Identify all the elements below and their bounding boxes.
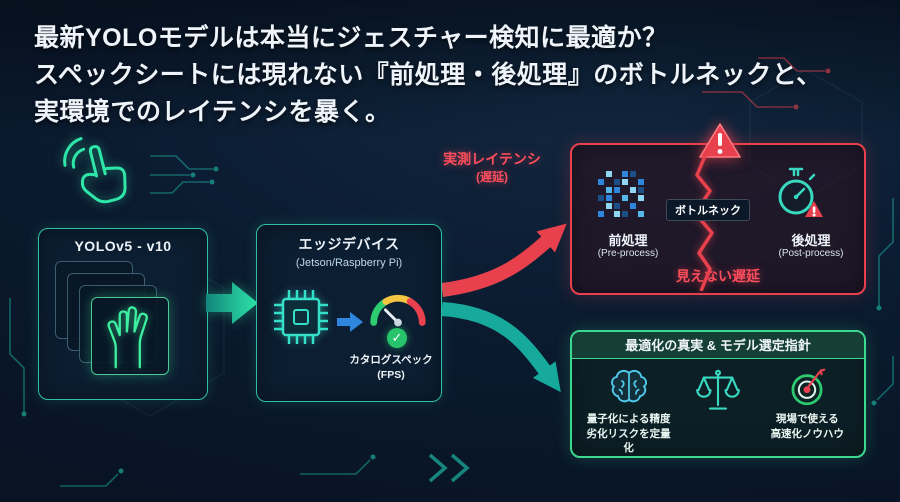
stopwatch-icon bbox=[778, 167, 823, 217]
optimization-item-tradeoff bbox=[673, 367, 762, 456]
optimization-item-knowhow: 現場で使える 高速化ノウハウ bbox=[763, 367, 852, 456]
edge-box-title: エッジデバイス bbox=[298, 236, 400, 252]
postprocess-title: 後処理 bbox=[791, 233, 831, 248]
knowhow-text-line-2: 高速化ノウハウ bbox=[770, 427, 845, 440]
bottleneck-box: 前処理 (Pre-process) ボトルネック 後処理 (Post-proce… bbox=[570, 123, 866, 295]
hidden-delay-label: 見えない遅延 bbox=[676, 268, 760, 284]
edge-device-box: エッジデバイス (Jetson/Raspberry Pi) ✓ カタログスペック bbox=[256, 224, 442, 402]
edge-box-subtitle: (Jetson/Raspberry Pi) bbox=[295, 257, 403, 269]
page-title: 最新YOLOモデルは本当にジェスチャー検知に最適か？ スペックシートには現れない… bbox=[34, 20, 822, 131]
target-icon bbox=[791, 368, 826, 406]
catalog-spec-label: カタログスペック (FPS) bbox=[341, 353, 441, 383]
brain-icon bbox=[610, 369, 647, 403]
preprocess-subtitle: (Pre-process) bbox=[597, 248, 659, 259]
catalog-spec-line: カタログスペック bbox=[349, 354, 433, 366]
hand-outline-icon bbox=[107, 306, 148, 369]
video-frames-stack bbox=[51, 261, 197, 393]
title-line-1: 最新YOLOモデルは本当にジェスチャー検知に最適か？ bbox=[34, 24, 668, 52]
yolo-box-title: YOLOv5 - v10 bbox=[74, 238, 172, 254]
lightning-crack-icon bbox=[693, 149, 714, 291]
frame-with-hand bbox=[91, 297, 169, 375]
preprocess-pixel-icon bbox=[598, 171, 644, 217]
latency-line-1: 実測レイテンシ bbox=[443, 151, 541, 167]
optimization-items: 量子化による精度 劣化リスクを定量化 bbox=[572, 359, 864, 456]
catalog-spec-unit: (FPS) bbox=[377, 369, 405, 381]
title-line-3: 実環境でのレイテンシを暴く。 bbox=[34, 98, 391, 126]
chip-to-gauge-arrow-icon bbox=[337, 312, 363, 332]
postprocess-subtitle: (Post-process) bbox=[778, 248, 844, 259]
check-icon: ✓ bbox=[387, 328, 407, 348]
latency-line-2: (遅延) bbox=[476, 170, 508, 184]
bottleneck-label: ボトルネック bbox=[666, 199, 750, 221]
preprocess-title: 前処理 bbox=[608, 233, 648, 248]
warning-icon bbox=[699, 123, 741, 158]
quantization-text-line-2: 劣化リスクを定量化 bbox=[586, 427, 671, 455]
fps-gauge-icon bbox=[370, 294, 426, 327]
yolo-model-box: YOLOv5 - v10 bbox=[38, 228, 208, 400]
optimization-box: 最適化の真実 & モデル選定指針 量子化による精度 劣化リスクを定量化 bbox=[570, 330, 866, 458]
title-line-2: スペックシートには現れない『前処理・後処理』のボトルネックと、 bbox=[34, 61, 822, 89]
latency-label: 実測レイテンシ (遅延) bbox=[428, 150, 556, 186]
knowhow-text-line-1: 現場で使える bbox=[775, 413, 839, 425]
optimization-item-quantization: 量子化による精度 劣化リスクを定量化 bbox=[584, 367, 673, 456]
flow-arrow-icon bbox=[206, 282, 258, 324]
optimization-header: 最適化の真実 & モデル選定指針 bbox=[572, 332, 864, 359]
chip-icon bbox=[274, 290, 328, 344]
hand-tap-icon bbox=[63, 137, 127, 204]
scales-icon bbox=[696, 369, 740, 410]
quantization-text-line-1: 量子化による精度 bbox=[586, 413, 671, 425]
